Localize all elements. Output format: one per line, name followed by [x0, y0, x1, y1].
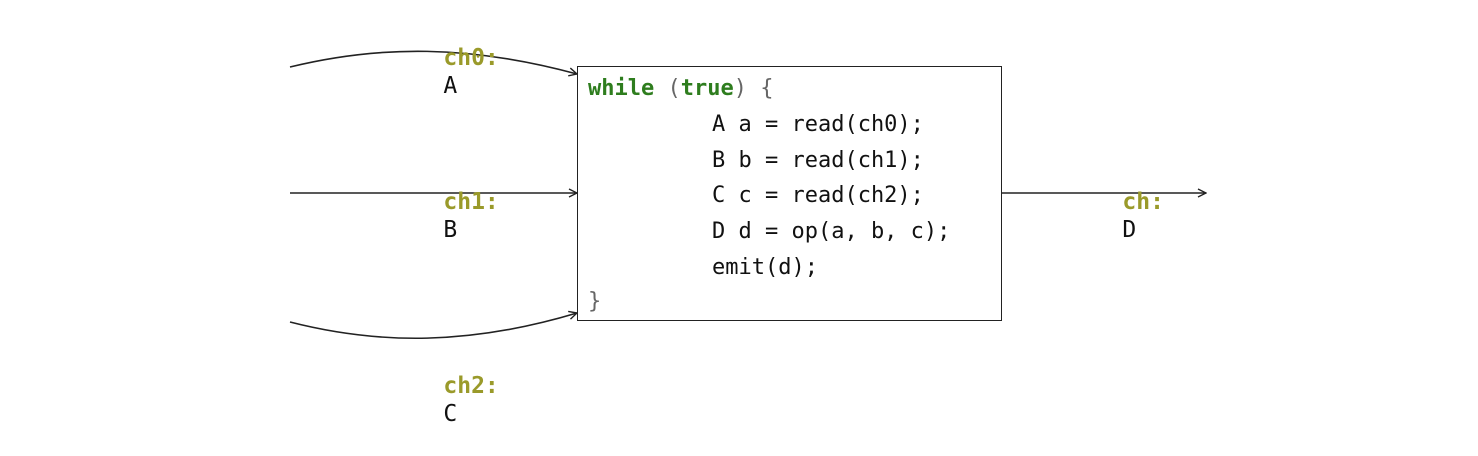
- code-line-emit: emit(d);: [712, 255, 818, 280]
- paren-open: (: [667, 76, 681, 101]
- ch0-name: ch0:: [443, 45, 499, 71]
- code-line-close-brace: }: [588, 289, 602, 314]
- code-line-read-a: A a = read(ch0);: [712, 112, 924, 137]
- ch2-label: ch2: C: [388, 344, 499, 456]
- output-name: ch:: [1122, 189, 1164, 215]
- wires: [289, 50, 1478, 340]
- paren-close-brace: ) {: [733, 76, 774, 101]
- code-line-while: while (true) {: [588, 75, 773, 103]
- output-label: ch: D: [1067, 160, 1164, 272]
- ch1-name: ch1:: [443, 189, 499, 215]
- ch2-type: C: [443, 401, 458, 427]
- code-block: while (true) { A a = read(ch0); B b = re…: [577, 66, 1002, 321]
- code-line-op: D d = op(a, b, c);: [712, 219, 951, 244]
- dataflow-diagram: ch0: A ch1: B ch2: C ch: D while (true) …: [289, 16, 1478, 427]
- ch2-name: ch2:: [443, 373, 499, 399]
- ch1-label: ch1: B: [388, 160, 499, 272]
- keyword-while: while: [588, 76, 655, 101]
- code-line-read-c: C c = read(ch2);: [712, 183, 924, 208]
- ch2-arrow: [289, 313, 577, 340]
- ch0-arrow: [289, 50, 577, 74]
- ch1-type: B: [443, 217, 458, 243]
- ch0-label: ch0: A: [388, 16, 499, 128]
- code-line-read-b: B b = read(ch1);: [712, 148, 924, 173]
- keyword-true: true: [680, 76, 734, 101]
- output-type: D: [1122, 217, 1137, 243]
- ch0-type: A: [443, 73, 458, 99]
